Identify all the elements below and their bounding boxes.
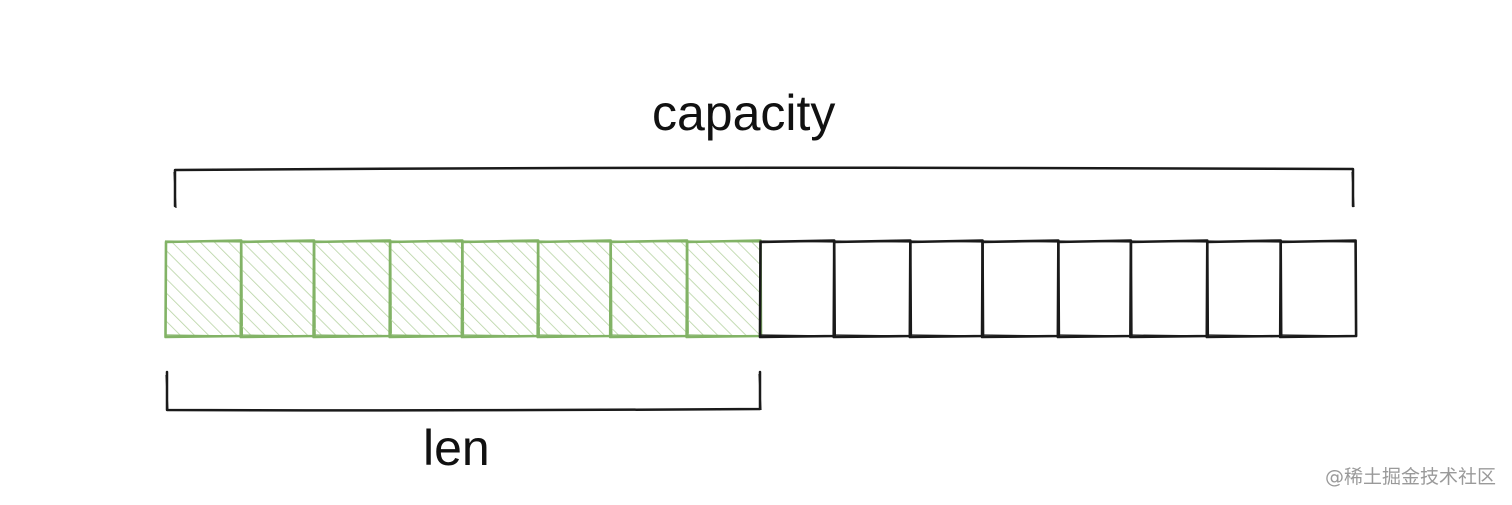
empty-cell — [980, 239, 1061, 339]
cell-border — [832, 239, 913, 339]
cell-sketch-line — [981, 240, 1060, 337]
cell-sketch-line — [1206, 240, 1282, 337]
filled-cell — [388, 239, 465, 339]
cell-hatch — [611, 241, 687, 336]
cell-border — [1278, 239, 1358, 339]
empty-cell — [1129, 239, 1210, 339]
capacity-label: capacity — [652, 85, 836, 141]
filled-cell — [164, 239, 244, 339]
cell-sketch-line — [1279, 240, 1357, 337]
cell-border — [908, 239, 985, 339]
cell-hatch — [388, 241, 464, 336]
filled-cell — [312, 239, 392, 339]
cell-border — [1205, 239, 1283, 339]
filled-cell — [536, 239, 613, 339]
cell-hatch — [537, 241, 612, 336]
filled-cell — [608, 239, 689, 339]
slice-cells — [164, 239, 1358, 339]
cell-border — [1129, 239, 1210, 339]
cell-border — [758, 239, 837, 339]
len-label: len — [423, 420, 490, 476]
cell-sketch-line — [833, 240, 912, 337]
watermark: @稀土掘金技术社区 — [1324, 466, 1496, 488]
cell-sketch-line — [759, 240, 836, 337]
cell-border — [1056, 239, 1133, 339]
empty-cell — [832, 239, 913, 339]
cell-sketch-line — [537, 240, 612, 337]
empty-cell — [908, 239, 985, 339]
cell-sketch-line — [909, 240, 984, 337]
cell-hatch — [240, 241, 315, 336]
len-bracket — [165, 370, 762, 412]
filled-cell — [460, 239, 540, 339]
cell-sketch-line — [686, 240, 762, 337]
cell-hatch — [166, 241, 241, 336]
cell-hatch — [463, 241, 538, 336]
empty-cell — [1205, 239, 1283, 339]
empty-cell — [1278, 239, 1358, 339]
empty-cell — [1056, 239, 1133, 339]
cell-border — [980, 239, 1061, 339]
filled-cell — [685, 239, 763, 339]
cell-sketch-line — [1057, 240, 1132, 337]
cell-hatch — [686, 241, 761, 336]
cell-sketch-line — [461, 240, 540, 337]
cell-sketch-line — [164, 240, 243, 337]
capacity-bracket — [173, 166, 1355, 209]
cell-sketch-line — [240, 240, 316, 337]
filled-cell — [239, 239, 316, 339]
cell-sketch-line — [389, 240, 464, 337]
cell-sketch-line — [313, 240, 392, 337]
empty-cell — [758, 239, 837, 339]
cell-hatch — [314, 241, 389, 336]
cell-sketch-line — [609, 240, 689, 337]
cell-sketch-line — [1129, 240, 1209, 337]
